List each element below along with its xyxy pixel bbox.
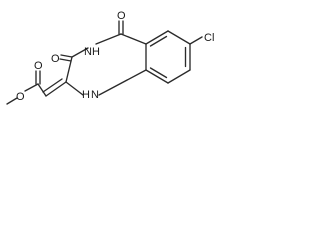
bond-ring-3 bbox=[167, 69, 191, 84]
bond-ar-c5 bbox=[120, 33, 147, 45]
atom-o-mid: O bbox=[51, 53, 60, 65]
atom-o-ester-ether: O bbox=[16, 91, 25, 103]
bond-n1-ar bbox=[98, 69, 147, 96]
bond-c2-exo-double-b bbox=[42, 78, 63, 93]
chemical-structure-diagram: NH Cl O O O O N H bbox=[0, 0, 240, 143]
bond-ring-1 bbox=[167, 30, 191, 45]
bond-o-methyl bbox=[6, 97, 18, 105]
atom-o-ester-carbonyl: O bbox=[34, 60, 43, 72]
bond-ring-4-inner bbox=[149, 67, 168, 79]
bond-c5-n4 bbox=[95, 33, 122, 45]
bond-n4-c3 bbox=[71, 47, 89, 58]
bond-c2-n1 bbox=[65, 81, 84, 96]
bond-ring-4 bbox=[145, 69, 169, 84]
bond-c2-exo-double-a bbox=[45, 81, 67, 97]
atom-h-lower: H bbox=[82, 89, 90, 101]
bond-c-cl bbox=[189, 36, 203, 45]
atom-n-lower: N bbox=[91, 89, 99, 101]
bond-c3-o-double-b bbox=[59, 58, 72, 62]
atom-o-top: O bbox=[117, 10, 126, 22]
bond-ring-6-inner bbox=[149, 35, 168, 47]
benzene-ring bbox=[145, 30, 191, 84]
bond-ring-6 bbox=[145, 30, 169, 45]
atom-nh: NH bbox=[84, 46, 100, 58]
bond-ester-c-o bbox=[24, 83, 39, 92]
bond-c3-o-double-a bbox=[60, 54, 73, 58]
bond-exo-ester-carbon bbox=[37, 83, 47, 97]
atom-cl: Cl bbox=[204, 32, 214, 44]
diazepine-ring bbox=[65, 33, 147, 96]
